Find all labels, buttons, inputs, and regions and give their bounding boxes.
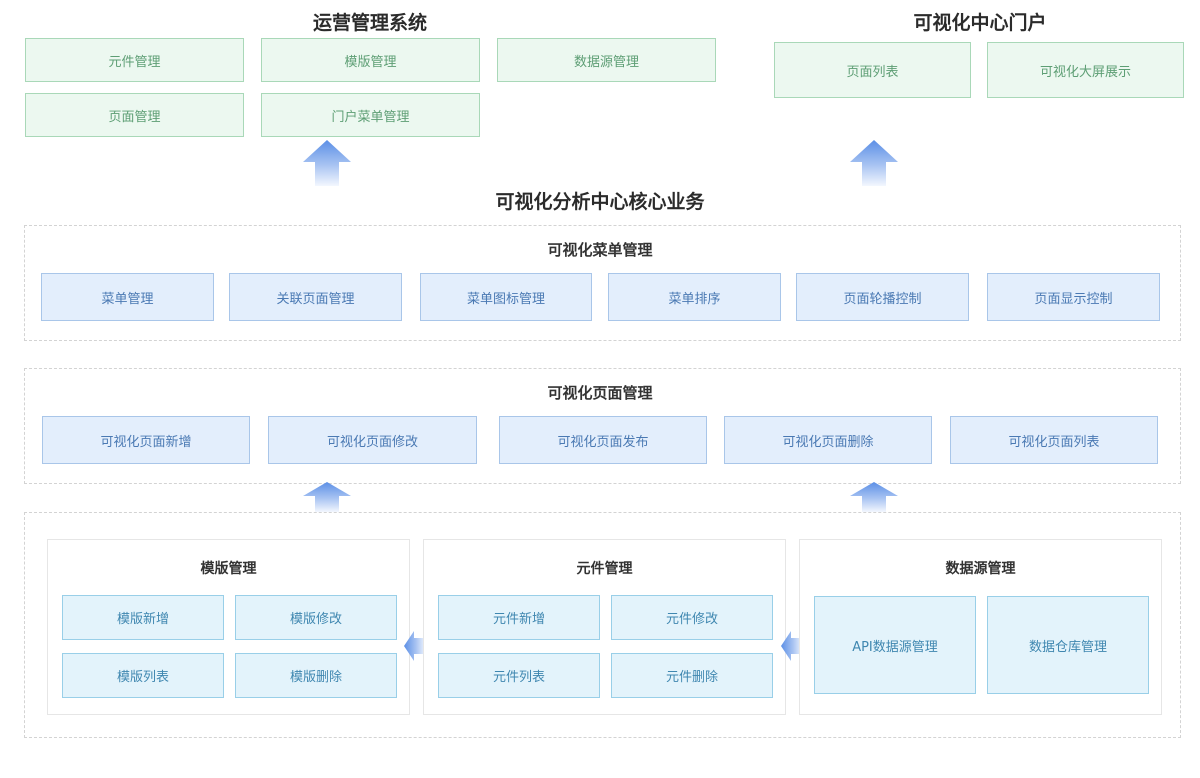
portal-item[interactable]: 可视化大屏展示 [987,42,1184,98]
template-panel-title: 模版管理 [200,561,257,577]
menu-item[interactable]: 关联页面管理 [229,273,402,321]
menu-item[interactable]: 菜单排序 [608,273,781,321]
foundation-section [24,512,1181,738]
page-item[interactable]: 可视化页面发布 [499,416,707,464]
template-item[interactable]: 模版修改 [235,595,397,640]
ops-item[interactable]: 元件管理 [25,38,244,82]
arrow-left-icon [404,631,426,661]
component-item[interactable]: 元件列表 [438,653,600,698]
page-section-title: 可视化页面管理 [547,384,653,402]
arrow-up-icon [303,140,351,186]
page-item[interactable]: 可视化页面列表 [950,416,1158,464]
portal-title: 可视化中心门户 [913,12,1047,34]
core-business-title: 可视化分析中心核心业务 [495,191,705,213]
ops-item[interactable]: 数据源管理 [497,38,716,82]
ops-item[interactable]: 门户菜单管理 [261,93,480,137]
component-item[interactable]: 元件修改 [611,595,773,640]
menu-section-title: 可视化菜单管理 [547,241,653,259]
datasource-item[interactable]: 数据仓库管理 [987,596,1149,694]
component-item[interactable]: 元件删除 [611,653,773,698]
template-item[interactable]: 模版新增 [62,595,224,640]
ops-system-title: 运营管理系统 [312,12,427,34]
template-item[interactable]: 模版删除 [235,653,397,698]
page-item[interactable]: 可视化页面新增 [42,416,250,464]
datasource-panel-title: 数据源管理 [945,561,1016,577]
arrow-up-icon [850,482,898,512]
ops-item[interactable]: 页面管理 [25,93,244,137]
component-item[interactable]: 元件新增 [438,595,600,640]
arrow-up-icon [850,140,898,186]
component-panel-title: 元件管理 [576,561,633,577]
datasource-item[interactable]: API数据源管理 [814,596,976,694]
arrow-left-icon [781,631,803,661]
ops-item[interactable]: 模版管理 [261,38,480,82]
menu-item[interactable]: 菜单图标管理 [420,273,592,321]
page-item[interactable]: 可视化页面修改 [268,416,477,464]
menu-management-section [24,225,1181,341]
menu-item[interactable]: 页面显示控制 [987,273,1160,321]
menu-item[interactable]: 菜单管理 [41,273,214,321]
template-item[interactable]: 模版列表 [62,653,224,698]
portal-item[interactable]: 页面列表 [774,42,971,98]
arrow-up-icon [303,482,351,512]
menu-item[interactable]: 页面轮播控制 [796,273,969,321]
page-management-section [24,368,1181,484]
page-item[interactable]: 可视化页面删除 [724,416,932,464]
